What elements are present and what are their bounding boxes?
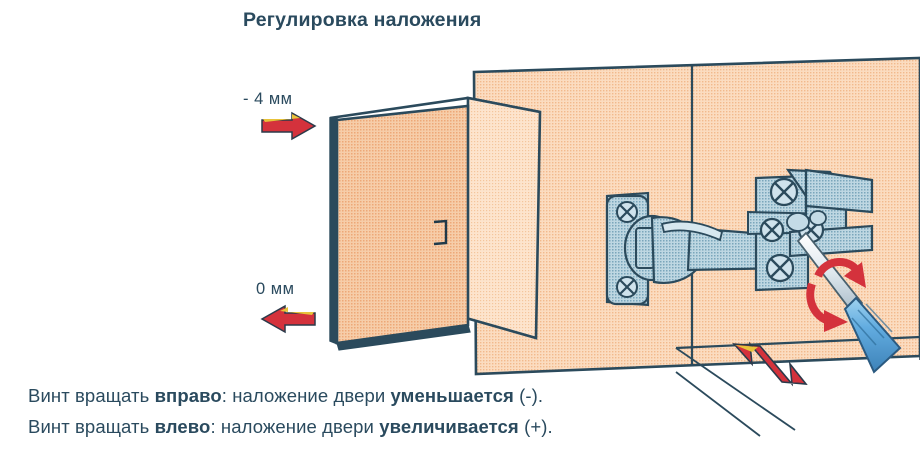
caption-line-left: Винт вращать влево: наложение двери увел… [28,416,553,438]
page-title: Регулировка наложения [243,9,482,31]
caption-1-prefix: Винт вращать [28,385,155,406]
caption-1-middle: : наложение двери [221,385,391,406]
arrow-double-diagonal-icon [732,341,808,387]
caption-2-suffix: (+). [518,416,553,437]
caption-2-middle: : наложение двери [210,416,380,437]
cabinet-door [335,104,471,351]
hinge-cam-screw[interactable] [759,217,785,243]
screwdriver-icon [796,231,902,374]
caption-line-right: Винт вращать вправо: наложение двери уме… [28,385,543,407]
cabinet-hinge-icon [605,168,874,307]
dimension-label-bottom: 0 мм [256,280,295,298]
caption-2-prefix: Винт вращать [28,416,155,437]
caption-2-direction: влево [154,416,211,437]
hinge-screw [769,177,799,207]
hinge-screw [616,201,638,223]
caption-1-suffix: (-). [513,385,544,406]
dimension-label-top: - 4 мм [243,90,293,108]
arrow-right-icon [261,111,317,141]
caption-1-direction: вправо [154,385,222,406]
hinge-screw [616,276,638,298]
arrow-left-icon [260,304,316,334]
rotation-arrows-icon [806,258,866,332]
hinge-screw [765,253,795,283]
caption-2-result: увеличивается [379,416,519,437]
caption-1-result: уменьшается [390,385,514,406]
